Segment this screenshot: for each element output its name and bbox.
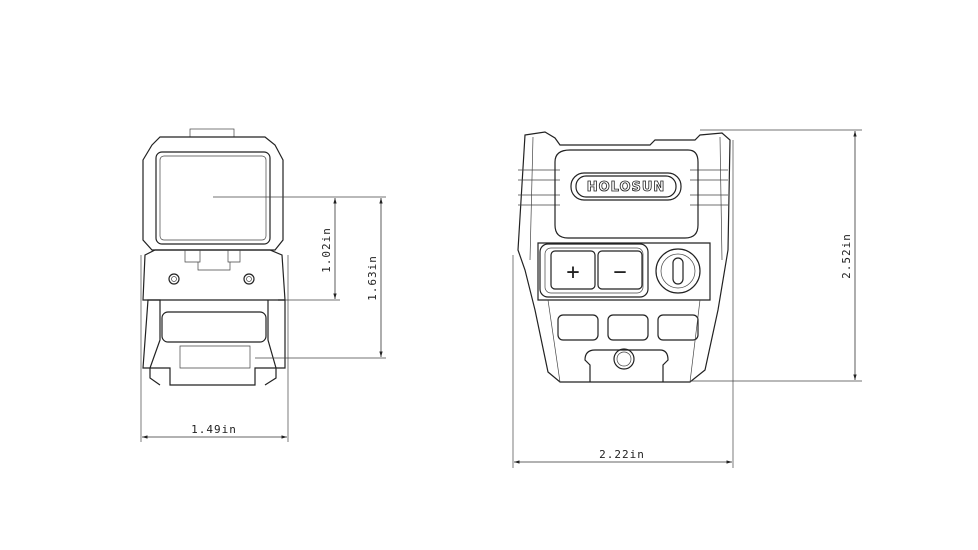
minus-button: − — [613, 260, 626, 285]
dimension-label-1-02in: 1.02in — [320, 227, 333, 273]
rear-dimensions — [512, 129, 862, 468]
plus-button: + — [566, 260, 579, 285]
dimension-label-1-49in: 1.49in — [191, 423, 237, 436]
holosun-logo: HOLOSUN — [587, 180, 666, 195]
front-view-sight — [142, 128, 286, 386]
dimension-label-2-22in: 2.22in — [599, 448, 645, 461]
dimension-label-1-63in: 1.63in — [366, 255, 379, 301]
rear-view-sight — [517, 131, 731, 383]
dimension-label-2-52in: 2.52in — [840, 233, 853, 279]
front-dimensions — [140, 196, 386, 442]
